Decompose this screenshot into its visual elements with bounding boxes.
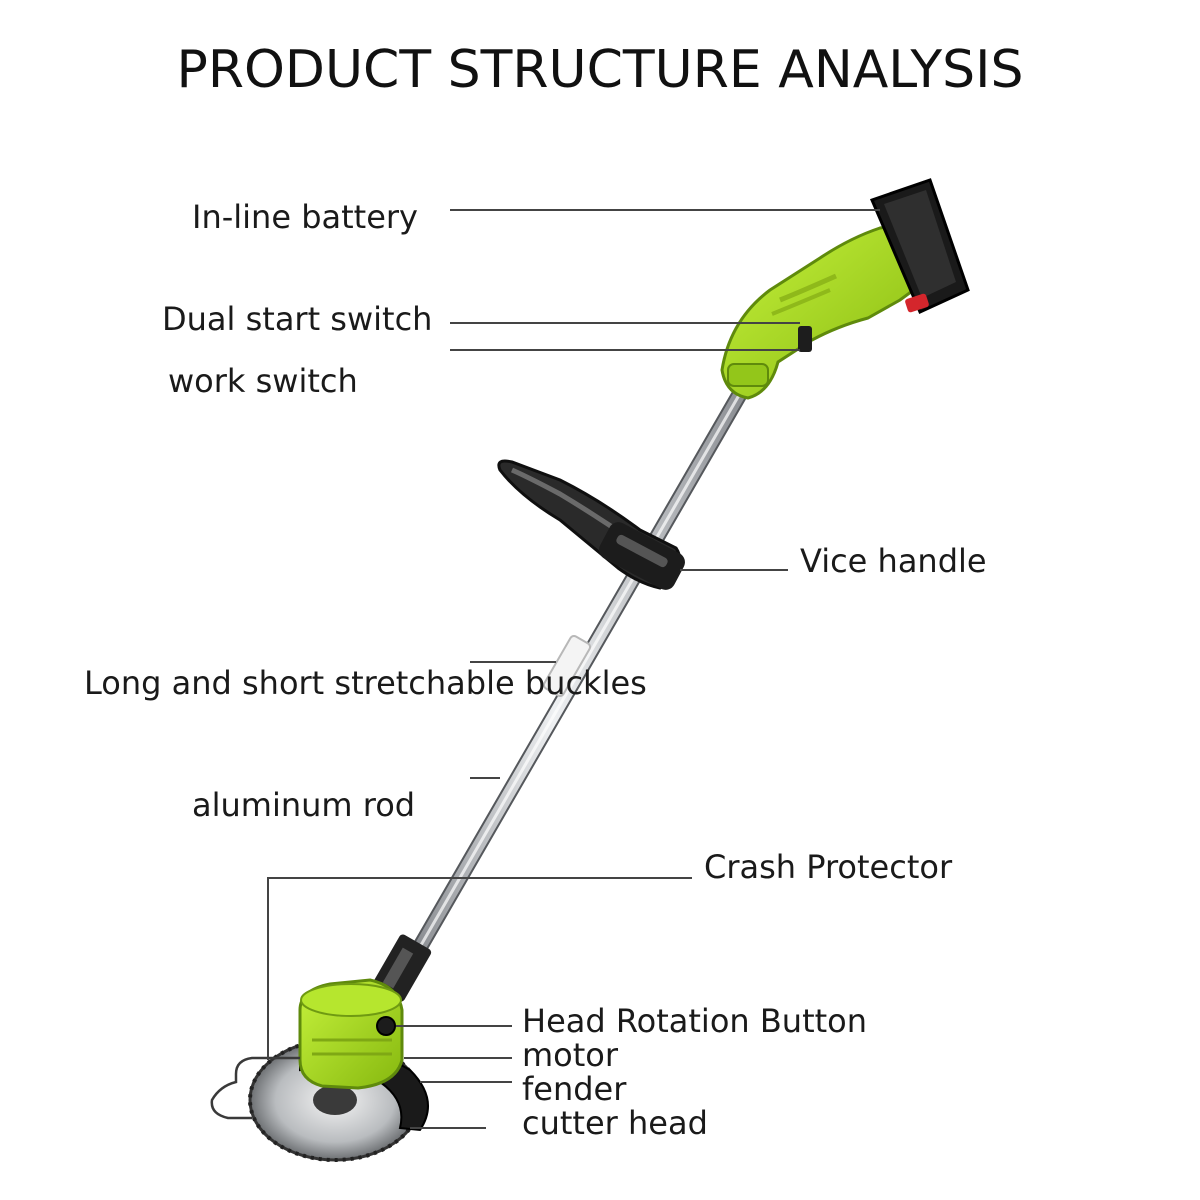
label-crash-protector: Crash Protector [704,848,953,886]
motor-housing [298,978,404,1090]
label-dual-start-switch: Dual start switch [162,300,433,338]
page-title: PRODUCT STRUCTURE ANALYSIS [176,40,1024,100]
label-motor: motor [522,1036,619,1074]
in-line-battery [869,178,970,315]
stretchable-buckle [542,634,592,698]
label-aluminum-rod: aluminum rod [192,786,416,824]
label-fender: fender [522,1070,627,1108]
label-cutter-head: cutter head [522,1104,708,1142]
vice-handle [497,459,685,590]
label-in-line-battery: In-line battery [192,198,418,236]
leader-lines [267,209,880,1129]
label-work-switch: work switch [168,362,358,400]
label-stretchable-buckles: Long and short stretchable buckles [84,664,647,702]
head-collar [372,934,432,1002]
crash-protector [210,1056,300,1120]
label-head-rotation-button: Head Rotation Button [522,1002,868,1040]
leader-crash [267,877,692,1060]
label-vice-handle: Vice handle [800,542,987,580]
aluminum-rod [390,377,753,993]
